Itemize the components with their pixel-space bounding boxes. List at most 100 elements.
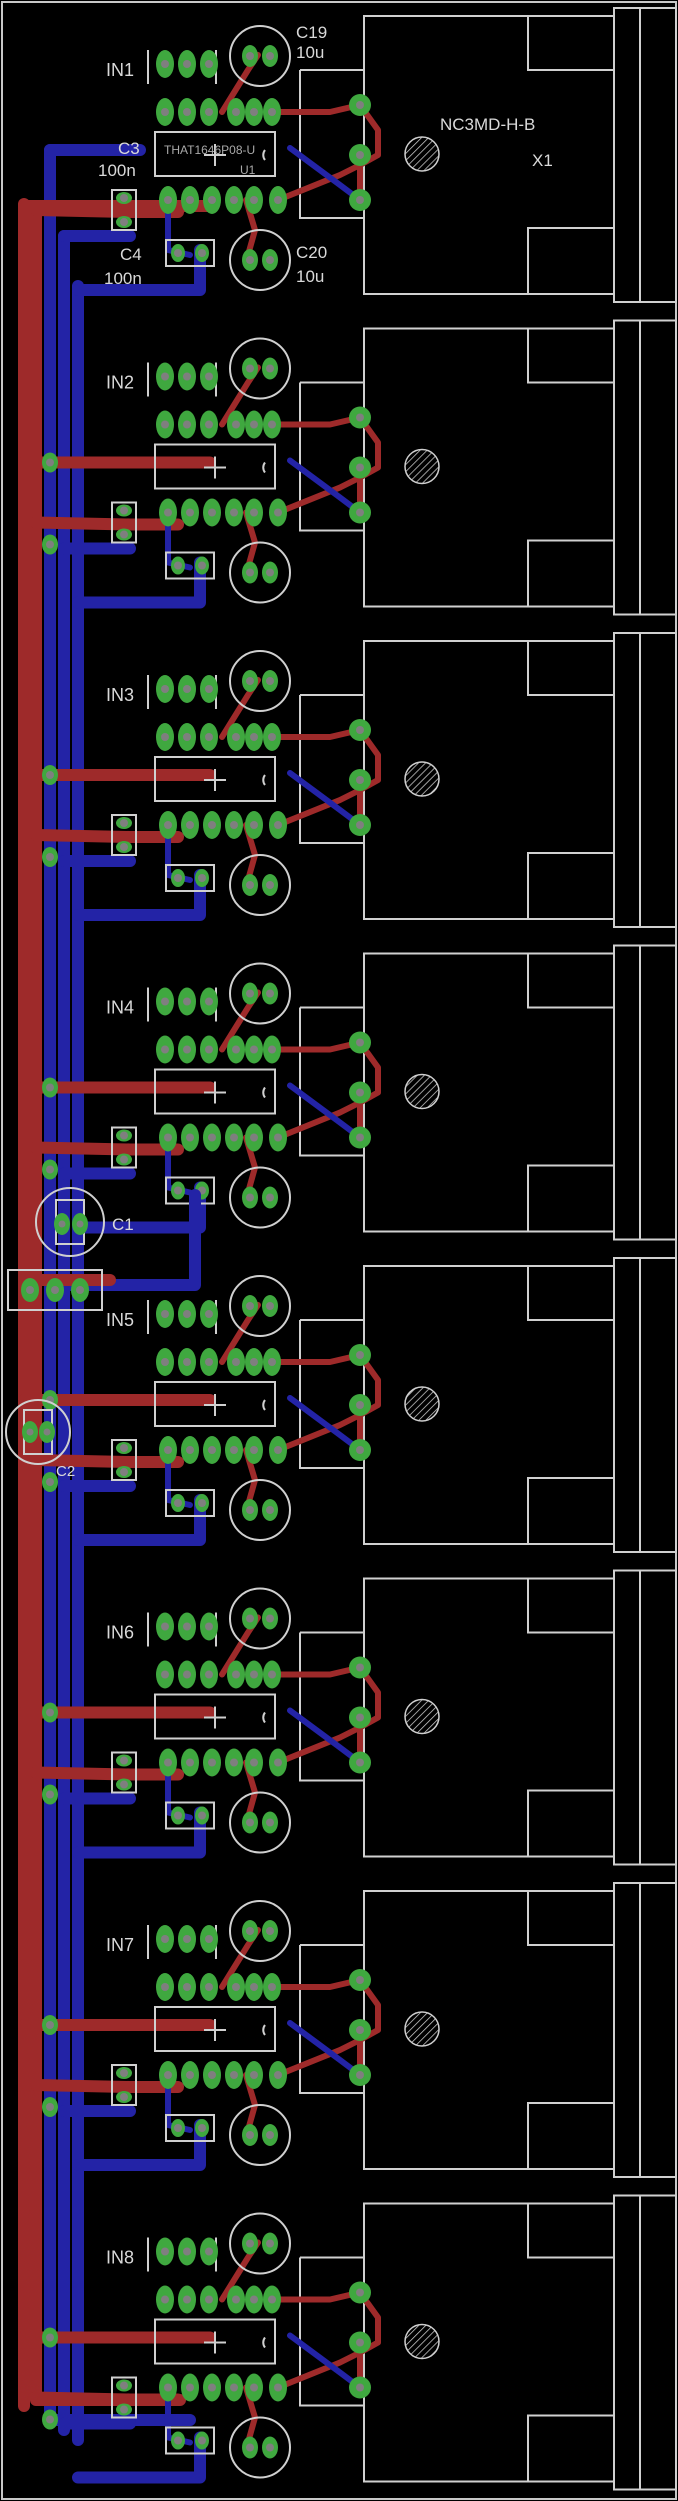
drill-hole — [266, 2131, 274, 2139]
decoupling-caps — [111, 2376, 215, 2455]
ic-outline — [154, 443, 276, 490]
c3-value: 100n — [98, 161, 136, 180]
cap-c19-outline — [229, 1587, 291, 1650]
xlr-tab-outline — [527, 952, 615, 1009]
drill-hole — [161, 1045, 169, 1054]
drill-hole — [205, 2295, 213, 2304]
mounting-hole — [404, 2011, 440, 2047]
xlr-pin-frame — [299, 694, 364, 844]
channel-block: IN3 — [18, 632, 677, 928]
drill-hole — [183, 372, 191, 381]
decoupling-caps — [111, 2064, 215, 2142]
ic-outline — [154, 2318, 276, 2365]
drill-hole — [186, 1758, 194, 1767]
drill-hole — [232, 1358, 240, 1366]
electrolytic-caps — [229, 2212, 291, 2479]
drill-hole — [246, 1818, 254, 1827]
drill-hole — [232, 733, 240, 741]
drill-hole — [205, 1045, 213, 1054]
ic-notch — [262, 1399, 266, 1411]
drill-hole — [230, 1446, 238, 1454]
drill-hole — [186, 1446, 194, 1454]
mounting-hole — [404, 1073, 440, 1110]
c3-label: C3 — [118, 139, 140, 158]
drill-hole — [266, 2443, 274, 2452]
xlr-latch-outline — [613, 632, 641, 928]
drill-hole — [246, 989, 254, 998]
drill-hole — [161, 108, 169, 116]
c1-label: C1 — [112, 1215, 134, 1234]
drill-hole — [356, 726, 364, 734]
c19-value: 10u — [296, 43, 324, 62]
trace-top — [30, 516, 184, 531]
cap-c20-outline — [229, 1166, 291, 1229]
xlr-pin-frame — [299, 381, 364, 532]
drill-hole — [120, 530, 128, 539]
drill-hole — [356, 2026, 364, 2034]
trace-top — [30, 204, 184, 218]
drill-hole — [205, 685, 213, 693]
cap-c20-outline — [229, 854, 291, 916]
xlr-latch-outline — [639, 1882, 677, 2178]
xlr-tab-outline — [527, 539, 615, 608]
drill-hole — [198, 1811, 206, 1820]
xlr-latch-outline — [613, 944, 641, 1241]
channel-input-label: IN1 — [106, 60, 134, 80]
xlr-pin-frame — [299, 1944, 364, 2094]
xlr-latch-outline — [639, 1257, 677, 1553]
drill-hole — [120, 1468, 128, 1476]
drill-hole — [161, 1670, 169, 1679]
drill-hole — [268, 1983, 276, 1991]
drill-hole — [246, 1302, 254, 1310]
drill-hole — [250, 1045, 258, 1054]
drill-hole — [205, 1670, 213, 1679]
mounting-hole — [404, 1386, 440, 1422]
drill-hole — [183, 997, 191, 1006]
drill-hole — [183, 733, 191, 741]
electrolytic-caps — [229, 1900, 291, 2166]
ic-center-mark — [204, 144, 226, 166]
cap-outline — [111, 189, 137, 231]
drill-hole — [161, 997, 169, 1006]
drill-hole — [356, 508, 364, 517]
drill-hole — [120, 2093, 128, 2101]
xlr-tab-outline — [527, 327, 615, 384]
drill-hole — [120, 843, 128, 851]
drill-hole — [174, 1811, 182, 1820]
drill-hole — [174, 1186, 182, 1195]
drill-hole — [268, 1358, 276, 1366]
channel-input-label: IN4 — [106, 998, 134, 1018]
drill-hole — [186, 1133, 194, 1142]
ic-u1 — [154, 1068, 287, 1152]
drill-hole — [205, 372, 213, 381]
cap-outline — [165, 551, 215, 580]
xlr-latch-outline — [613, 319, 641, 616]
drill-hole — [120, 1131, 128, 1140]
drill-hole — [161, 420, 169, 429]
drill-hole — [356, 2338, 364, 2347]
ic-u1 — [154, 1381, 287, 1464]
xlr-connector — [299, 1257, 677, 1553]
ic-center-mark — [204, 2019, 226, 2041]
c4-value: 100n — [104, 269, 142, 288]
drill-hole — [46, 853, 54, 861]
drill-hole — [266, 881, 274, 889]
drill-hole — [205, 1622, 213, 1631]
c19-label: C19 — [296, 23, 327, 42]
drill-hole — [232, 420, 240, 429]
xlr-body-outline — [363, 1890, 615, 2170]
trace-bottom — [72, 869, 206, 921]
channel-block: IN2 — [18, 319, 677, 616]
drill-hole — [230, 1133, 238, 1142]
drill-hole — [198, 2124, 206, 2132]
drill-hole — [46, 458, 54, 467]
drill-hole — [174, 1499, 182, 1507]
xlr-latch-outline — [639, 2194, 677, 2491]
drill-hole — [250, 2295, 258, 2304]
xlr-pin-frame — [299, 2256, 364, 2407]
drill-hole — [274, 1446, 282, 1454]
drill-hole — [183, 1310, 191, 1318]
cap-outline — [165, 864, 215, 892]
drill-hole — [268, 420, 276, 429]
drill-hole — [356, 1713, 364, 1722]
